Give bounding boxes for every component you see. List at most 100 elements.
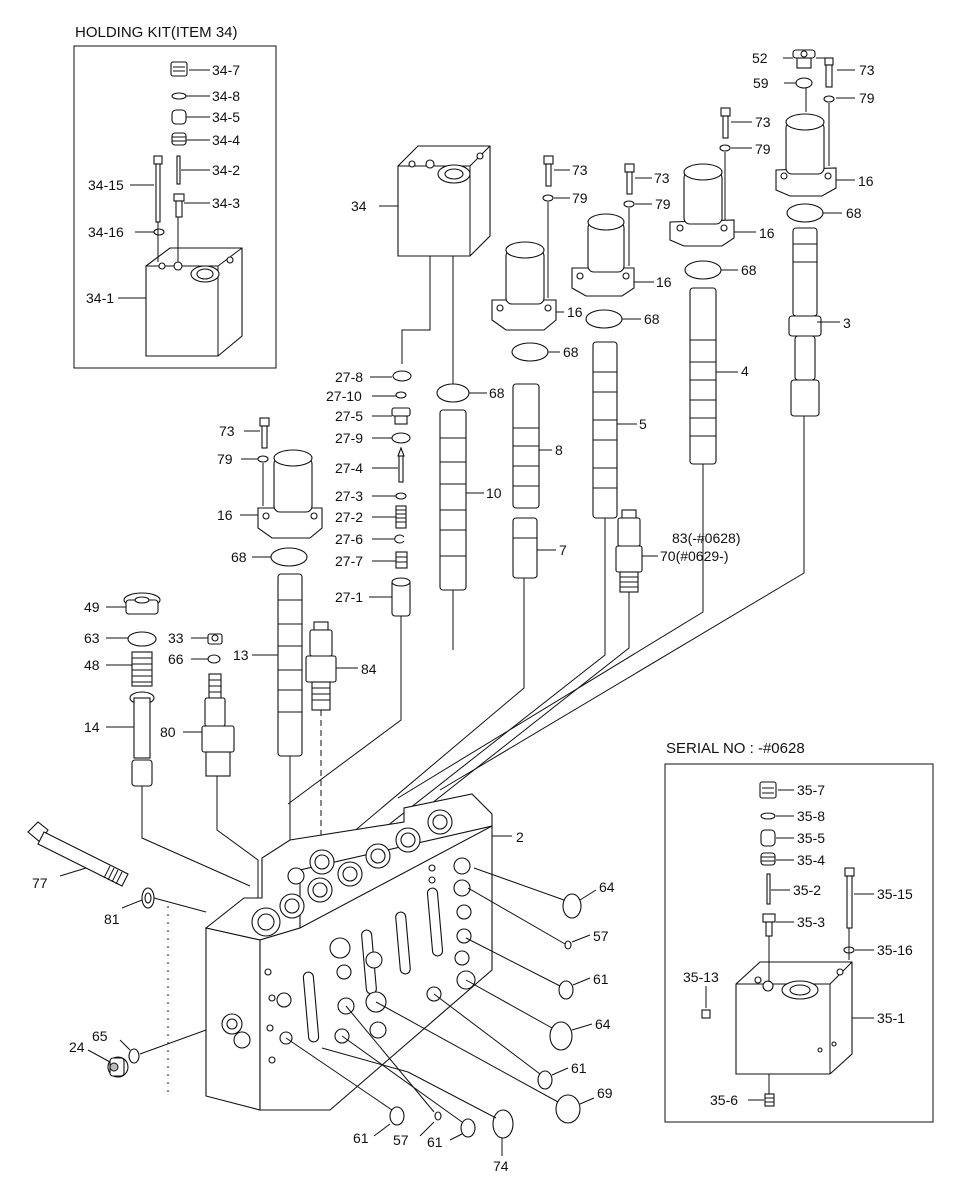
label-27-10: 27-10 xyxy=(326,388,362,404)
part-34-1-block xyxy=(145,247,243,357)
label-68-c: 68 xyxy=(644,311,660,327)
relief-valve-83-70: 83(-#0628) 70(#0629-) xyxy=(379,509,741,845)
part-34-block xyxy=(397,145,491,257)
part-16-cover-c xyxy=(571,213,635,297)
part-83-70-valve xyxy=(615,509,643,593)
part-16-cover-a xyxy=(775,113,837,197)
part-3-spool xyxy=(788,227,822,417)
part-79-washer-b xyxy=(719,144,731,152)
label-80: 80 xyxy=(160,724,176,740)
label-83: 83(-#0628) xyxy=(672,530,741,546)
label-64-a: 64 xyxy=(599,879,615,895)
part-35-7-plug xyxy=(759,781,777,799)
part-68-oring-a xyxy=(786,203,824,223)
part-84-valve xyxy=(305,621,337,711)
label-79-b: 79 xyxy=(755,141,771,157)
label-79-e: 79 xyxy=(217,451,233,467)
part-80-valve xyxy=(201,673,235,777)
part-34-7-plug xyxy=(170,61,188,77)
label-79-d: 79 xyxy=(572,190,588,206)
label-69: 69 xyxy=(597,1085,613,1101)
label-33: 33 xyxy=(168,630,184,646)
label-74: 74 xyxy=(493,1158,509,1174)
part-79-washer-c xyxy=(623,200,635,208)
part-74-oring xyxy=(492,1109,514,1139)
part-34-16-washer xyxy=(153,228,165,236)
part-73-bolt-b xyxy=(720,107,731,139)
holding-kit-inset: 34-7 34-8 34-5 34-4 34-2 34-15 34-3 34-1… xyxy=(73,45,277,369)
serial-inset: 35-7 35-8 35-5 35-4 35-2 35-15 35-3 35-1… xyxy=(664,763,934,1123)
label-64-b: 64 xyxy=(595,1016,611,1032)
label-59: 59 xyxy=(753,75,769,91)
label-27-9: 27-9 xyxy=(335,430,363,446)
label-3: 3 xyxy=(843,315,851,331)
label-34-3: 34-3 xyxy=(212,195,240,211)
part-77-tie-bolt xyxy=(27,821,129,887)
label-27-5: 27-5 xyxy=(335,408,363,424)
part-34-4-spring xyxy=(171,132,187,146)
part-49-plug xyxy=(123,592,161,615)
part-34-5-piston xyxy=(171,109,187,125)
part-73-bolt-e xyxy=(259,417,270,449)
label-34-7: 34-7 xyxy=(212,62,240,78)
part-35-2-pin xyxy=(766,873,771,905)
label-27-2: 27-2 xyxy=(335,509,363,525)
part-73-bolt-d xyxy=(543,155,554,187)
part-35-13-plug xyxy=(701,1009,711,1019)
part-35-5-piston xyxy=(760,829,776,847)
part-33-plug xyxy=(207,633,223,645)
label-14: 14 xyxy=(84,719,100,735)
part-64-oring-b xyxy=(549,1021,573,1051)
part-24-plug xyxy=(107,1056,129,1078)
label-79-c: 79 xyxy=(655,196,671,212)
label-35-15: 35-15 xyxy=(877,886,913,902)
label-35-5: 35-5 xyxy=(797,830,825,846)
spool-group-5: 73 79 16 68 5 xyxy=(353,163,672,853)
spool-group-10: 34 68 10 xyxy=(351,145,505,650)
part-34-15-bolt xyxy=(153,155,163,223)
spool-group-3: 52 59 73 79 16 68 3 xyxy=(439,49,875,791)
label-77: 77 xyxy=(32,875,48,891)
label-34-16: 34-16 xyxy=(88,224,124,240)
relief-valve-27: 27-8 27-10 27-5 27-9 27-4 27-3 27-2 27-6… xyxy=(287,256,431,805)
spool-group-4: 73 79 16 68 4 xyxy=(397,107,775,799)
part-13-spool xyxy=(277,573,303,757)
check-valve-group: 49 63 48 14 33 66 80 xyxy=(84,592,259,906)
label-61-d: 61 xyxy=(427,1134,443,1150)
part-68-oring-e xyxy=(436,383,470,403)
label-61-b: 61 xyxy=(571,1060,587,1076)
part-27-3-seat xyxy=(395,492,407,500)
label-79-a: 79 xyxy=(859,90,875,106)
label-27-8: 27-8 xyxy=(335,369,363,385)
label-2: 2 xyxy=(516,829,524,845)
label-73-d: 73 xyxy=(572,162,588,178)
label-35-2: 35-2 xyxy=(793,882,821,898)
part-35-3-screw xyxy=(762,913,776,937)
label-34-4: 34-4 xyxy=(212,132,240,148)
label-57-b: 57 xyxy=(393,1132,409,1148)
spool-group-13: 73 79 16 68 13 84 xyxy=(217,417,377,880)
part-16-cover-d xyxy=(491,241,557,331)
part-34-8-ring xyxy=(171,92,187,100)
holding-kit-frame xyxy=(73,45,277,369)
part-14-poppet xyxy=(129,691,155,787)
label-35-8: 35-8 xyxy=(797,808,825,824)
label-35-16: 35-16 xyxy=(877,942,913,958)
part-8-spool xyxy=(512,383,540,509)
part-81-washer xyxy=(141,887,155,909)
holding-kit-title: HOLDING KIT(ITEM 34) xyxy=(75,24,238,41)
part-57-plug-b xyxy=(434,1111,442,1121)
part-35-8-ring xyxy=(760,812,776,820)
tie-bolt-group: 77 81 24 65 xyxy=(27,821,207,1096)
label-4: 4 xyxy=(741,363,749,379)
part-35-1-block xyxy=(735,961,853,1075)
part-79-washer-e xyxy=(257,455,269,463)
label-68-f: 68 xyxy=(231,549,247,565)
label-16-e: 16 xyxy=(217,507,233,523)
label-35-3: 35-3 xyxy=(797,914,825,930)
label-73-c: 73 xyxy=(654,170,670,186)
part-27-6-clip xyxy=(394,534,405,544)
main-valve-body: 2 xyxy=(204,793,524,1111)
part-69-oring xyxy=(555,1094,581,1124)
label-27-1: 27-1 xyxy=(335,589,363,605)
